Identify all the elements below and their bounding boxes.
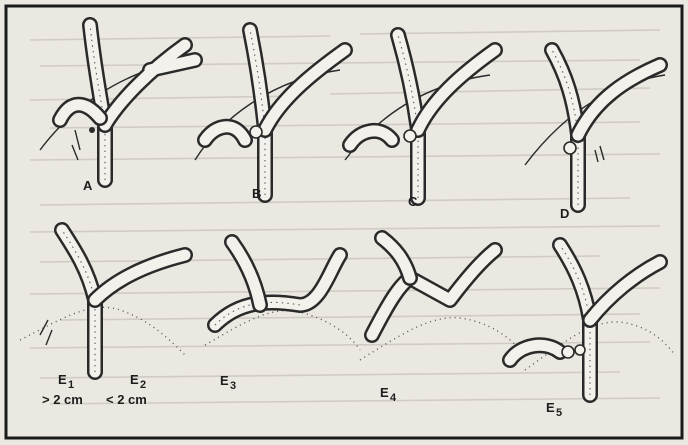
panel-e5-label: E	[546, 400, 555, 415]
panel-d-label: D	[560, 206, 569, 221]
panel-e1-subscript: 1	[68, 379, 74, 391]
panel-e1-label: E	[58, 372, 67, 387]
panel-a-label: A	[83, 178, 93, 193]
panel-e3-label: E	[220, 373, 229, 388]
panel-e4-subscript: 4	[390, 392, 397, 404]
panel-b-label: B	[252, 186, 261, 201]
panel-e2-label: E	[130, 372, 139, 387]
panel-e4-label: E	[380, 385, 389, 400]
panel-e5-subscript: 5	[556, 407, 562, 419]
panel-e3-subscript: 3	[230, 380, 236, 392]
panel-e1-measure: > 2 cm	[42, 392, 83, 407]
panel-c-label: C	[408, 194, 418, 209]
panel-e2-subscript: 2	[140, 379, 146, 391]
panel-e2-measure: < 2 cm	[106, 392, 147, 407]
